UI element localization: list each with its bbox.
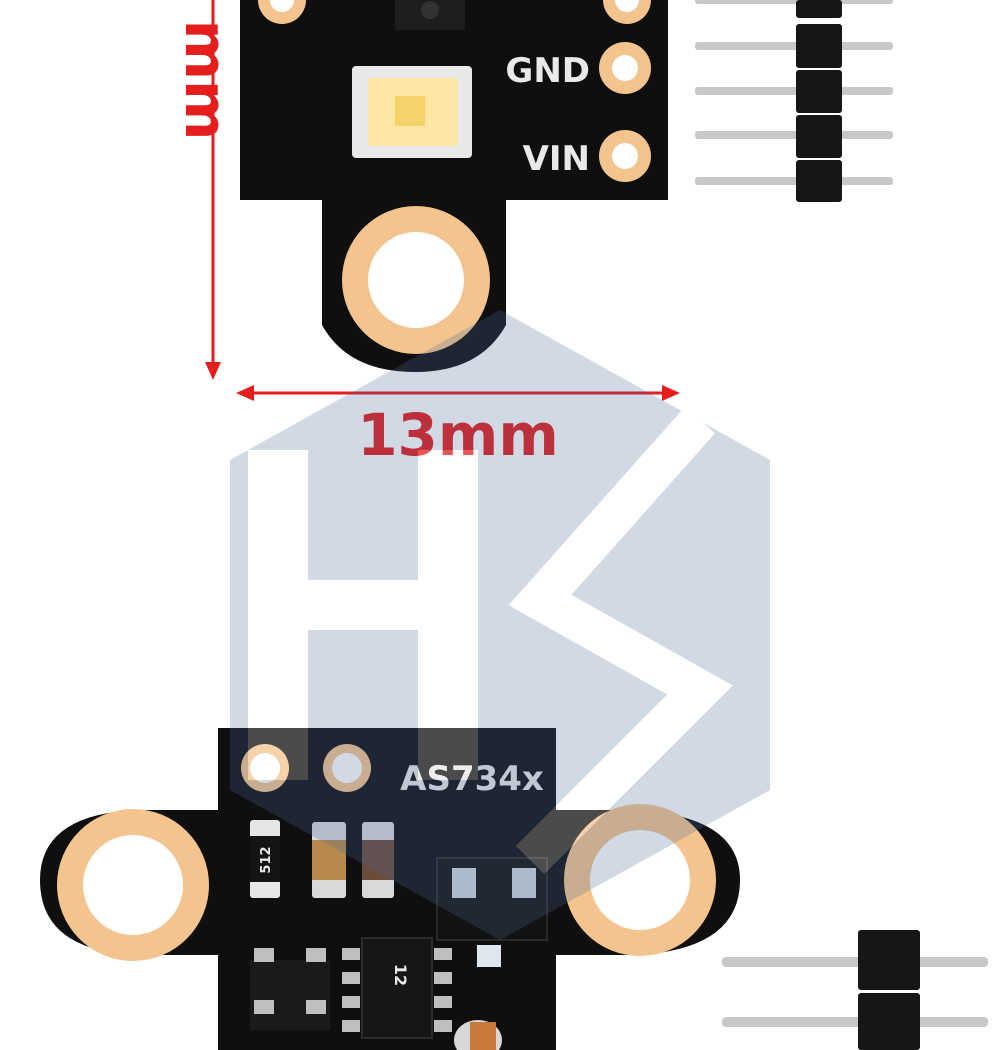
- top-header-block: [796, 160, 842, 202]
- bottom-mount-hole-right: [590, 830, 690, 930]
- watermark-h-bar: [248, 580, 478, 630]
- bottom-small-pad-right-hole: [332, 753, 362, 783]
- ic-center: [361, 937, 433, 1039]
- ic-pin-left: [342, 948, 360, 960]
- width-dimension: 13mm: [236, 385, 680, 469]
- top-header-pin: [695, 42, 893, 50]
- watermark-h-right: [418, 450, 478, 780]
- capacitor-right-body: [362, 840, 394, 880]
- top-header-block: [796, 70, 842, 113]
- top-header-pin: [695, 0, 893, 4]
- top-header-pin: [695, 87, 893, 95]
- ic-pin-right: [434, 948, 452, 960]
- width-dimension-label: 13mm: [357, 401, 559, 469]
- bottom-header-block: [858, 993, 920, 1050]
- top-pin-header: [695, 0, 893, 202]
- ic-pin-right: [434, 1020, 452, 1032]
- resistor-512-body: [250, 836, 280, 882]
- ic-left-pin: [306, 948, 326, 962]
- vin-pin-hole: [612, 143, 638, 169]
- ic-pin-left: [342, 972, 360, 984]
- bottom-header-pin: [722, 1017, 988, 1027]
- bottom-pcb: AS734x 512 12: [40, 728, 740, 1050]
- bottom-mount-hole-left: [83, 835, 183, 935]
- height-dimension-label: mm: [172, 20, 240, 141]
- ic-left-pin: [254, 948, 274, 962]
- top-mount-hole: [368, 232, 464, 328]
- orange-component-body: [470, 1022, 496, 1050]
- watermark-h-left: [248, 450, 308, 780]
- ic-pin-left: [342, 996, 360, 1008]
- top-pcb: GND VIN: [240, 0, 668, 372]
- watermark-bolt: [508, 406, 733, 875]
- ic-left: [250, 960, 330, 1030]
- width-arrow-left: [236, 385, 254, 401]
- top-header-block: [796, 115, 842, 158]
- watermark-logo: [230, 310, 770, 940]
- watermark-hexagon: [230, 310, 770, 940]
- height-dimension: mm: [172, 0, 240, 380]
- ic-pin-left: [342, 1020, 360, 1032]
- chip-silkscreen: AS734x: [400, 759, 544, 799]
- top-header-pin: [695, 177, 893, 185]
- gnd-pin-hole: [612, 55, 638, 81]
- top-pad-upper-right-hole: [615, 0, 639, 12]
- top-header-pin: [695, 131, 893, 139]
- top-sensor-aperture: [421, 1, 439, 19]
- resistor-marking: 512: [259, 846, 274, 873]
- width-arrow-right: [662, 385, 680, 401]
- gnd-pin-label: GND: [505, 51, 590, 91]
- ic-marking: 12: [391, 964, 410, 986]
- small-led: [477, 945, 501, 967]
- ic-left-pin: [254, 1000, 274, 1014]
- sensor-chip-pad-left: [452, 868, 476, 898]
- bottom-pin-header: [722, 930, 988, 1050]
- top-header-block: [796, 0, 842, 18]
- ic-pin-right: [434, 972, 452, 984]
- bottom-small-pad-left-hole: [250, 753, 280, 783]
- ic-left-pin: [306, 1000, 326, 1014]
- vin-pin-label: VIN: [523, 139, 590, 179]
- sensor-chip-pad-right: [512, 868, 536, 898]
- height-arrow-head: [205, 362, 221, 380]
- top-header-block: [796, 24, 842, 68]
- top-pad-upper-left-hole: [270, 0, 294, 12]
- bottom-header-block: [858, 930, 920, 990]
- bottom-header-pin: [722, 957, 988, 967]
- capacitor-left-body: [312, 840, 346, 880]
- led-core: [395, 96, 425, 126]
- ic-pin-right: [434, 996, 452, 1008]
